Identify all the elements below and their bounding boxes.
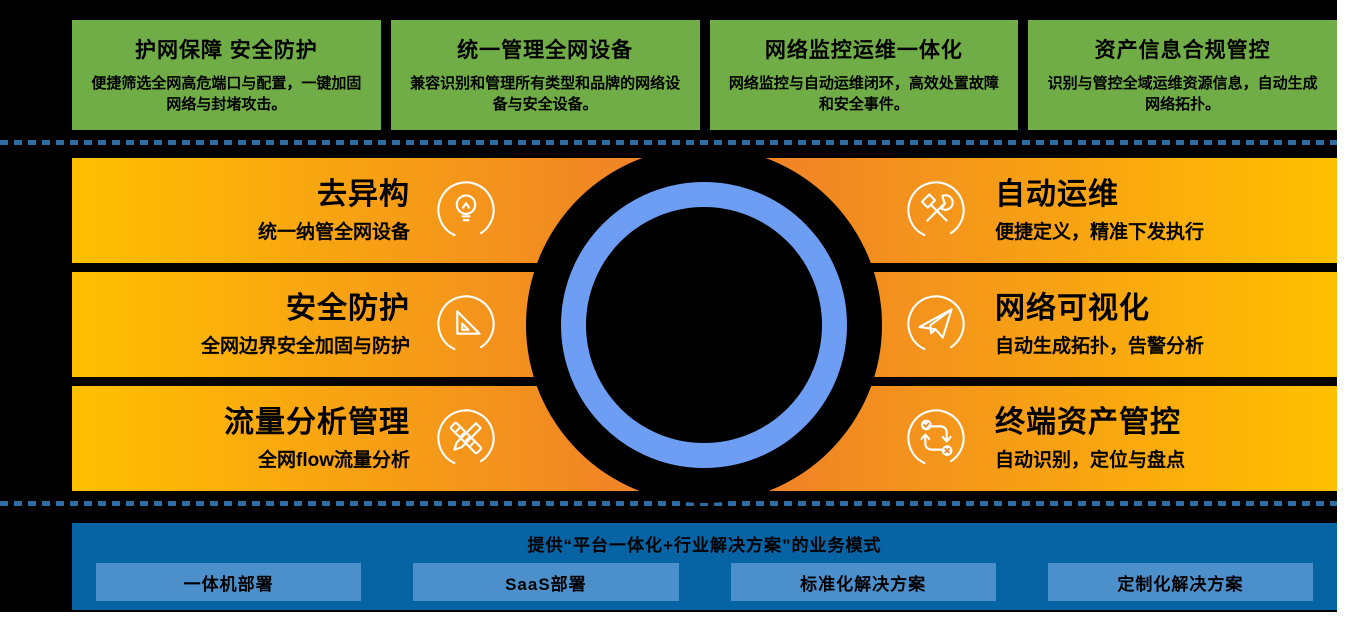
business-model-title: 提供“平台一体化+行业解决方案”的业务模式 — [527, 536, 882, 555]
box-custom-solution: 定制化解决方案 — [1047, 563, 1313, 601]
feature-title: 安全防护 — [286, 291, 410, 325]
card-asset-compliance: 资产信息合规管控 识别与管控全域运维资源信息，自动生成网络拓扑。 — [1028, 20, 1337, 130]
feature-desc: 自动识别，定位与盘点 — [995, 449, 1186, 471]
feature-title: 去异构 — [317, 177, 410, 211]
card-hw-protection: 护网保障 安全防护 便捷筛选全网高危端口与配置，一键加固网络与封堵攻击。 — [72, 20, 381, 130]
card-title: 网络监控运维一体化 — [764, 39, 963, 62]
feature-desc: 全网flow流量分析 — [258, 449, 410, 471]
box-appliance-deployment: 一体机部署 — [96, 563, 362, 601]
top-cards-row: 护网保障 安全防护 便捷筛选全网高危端口与配置，一键加固网络与封堵攻击。 统一管… — [72, 20, 1337, 130]
pencil-ruler-icon — [435, 407, 497, 469]
feature-title: 自动运维 — [995, 177, 1119, 211]
card-title: 资产信息合规管控 — [1094, 39, 1271, 62]
box-saas-deployment: SaaS部署 — [413, 563, 679, 601]
card-title: 护网保障 安全防护 — [134, 39, 318, 62]
center-blue-ring — [561, 182, 847, 468]
card-desc: 兼容识别和管理所有类型和品牌的网络设备与安全设备。 — [410, 75, 681, 113]
feature-title: 终端资产管控 — [995, 405, 1181, 439]
feature-network-visualization: 网络可视化 自动生成拓扑，告警分析 — [995, 272, 1325, 377]
feature-desc: 自动生成拓扑，告警分析 — [995, 335, 1205, 357]
diagram-canvas: 护网保障 安全防护 便捷筛选全网高危端口与配置，一键加固网络与封堵攻击。 统一管… — [0, 0, 1337, 612]
card-desc: 便捷筛选全网高危端口与配置，一键加固网络与封堵攻击。 — [91, 75, 362, 113]
feature-desc: 统一纳管全网设备 — [257, 221, 410, 243]
feature-traffic-analysis: 流量分析管理 全网flow流量分析 — [90, 386, 410, 491]
card-unified-mgmt: 统一管理全网设备 兼容识别和管理所有类型和品牌的网络设备与安全设备。 — [390, 20, 700, 130]
box-standard-solution: 标准化解决方案 — [730, 563, 996, 601]
card-monitor-ops: 网络监控运维一体化 网络监控与自动运维闭环，高效处置故障和安全事件。 — [709, 20, 1019, 130]
feature-endpoint-asset-control: 终端资产管控 自动识别，定位与盘点 — [995, 386, 1325, 491]
feature-desc: 便捷定义，精准下发执行 — [995, 221, 1205, 243]
feature-title: 网络可视化 — [995, 291, 1150, 325]
dashed-separator-top — [0, 140, 1337, 145]
business-model-section: 提供“平台一体化+行业解决方案”的业务模式 一体机部署 SaaS部署 标准化解决… — [72, 523, 1337, 610]
sync-cycle-icon — [905, 407, 967, 469]
feature-auto-ops: 自动运维 便捷定义，精准下发执行 — [995, 158, 1325, 263]
feature-desc: 全网边界安全加固与防护 — [200, 335, 410, 357]
dashed-separator-bottom — [0, 501, 1337, 506]
lightbulb-icon — [435, 179, 497, 241]
paper-plane-icon — [905, 293, 967, 355]
feature-deheterogenize: 去异构 统一纳管全网设备 — [90, 158, 410, 263]
feature-title: 流量分析管理 — [224, 405, 410, 439]
card-desc: 识别与管控全域运维资源信息，自动生成网络拓扑。 — [1047, 75, 1318, 113]
card-title: 统一管理全网设备 — [457, 39, 634, 62]
feature-security-protection: 安全防护 全网边界安全加固与防护 — [90, 272, 410, 377]
set-square-icon — [435, 293, 497, 355]
business-model-boxes: 一体机部署 SaaS部署 标准化解决方案 定制化解决方案 — [72, 563, 1337, 601]
tools-icon — [905, 179, 967, 241]
card-desc: 网络监控与自动运维闭环，高效处置故障和安全事件。 — [728, 75, 999, 113]
